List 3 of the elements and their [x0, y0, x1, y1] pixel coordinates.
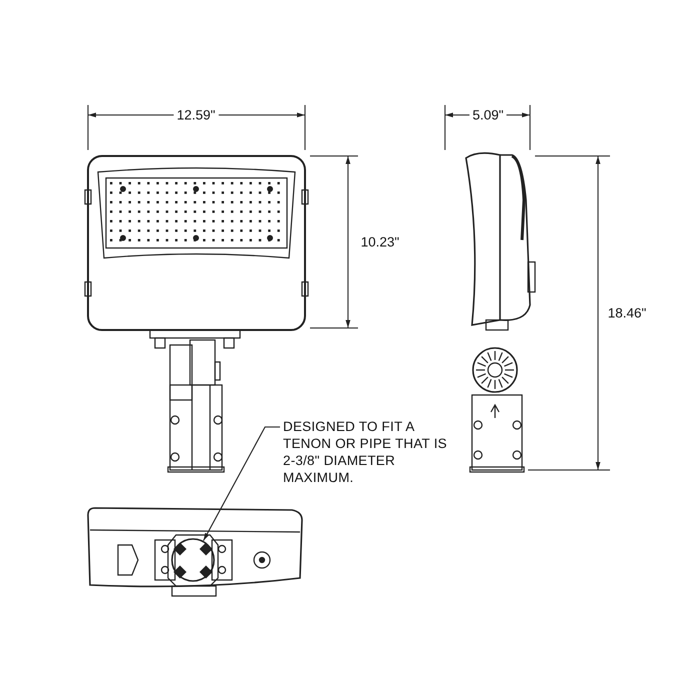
- leader-line: [203, 426, 280, 541]
- tenon-opening: [171, 538, 215, 582]
- note-text: DESIGNED TO FIT A TENON OR PIPE THAT IS 2-3/8" DIAMETER MAXIMUM.: [283, 418, 458, 486]
